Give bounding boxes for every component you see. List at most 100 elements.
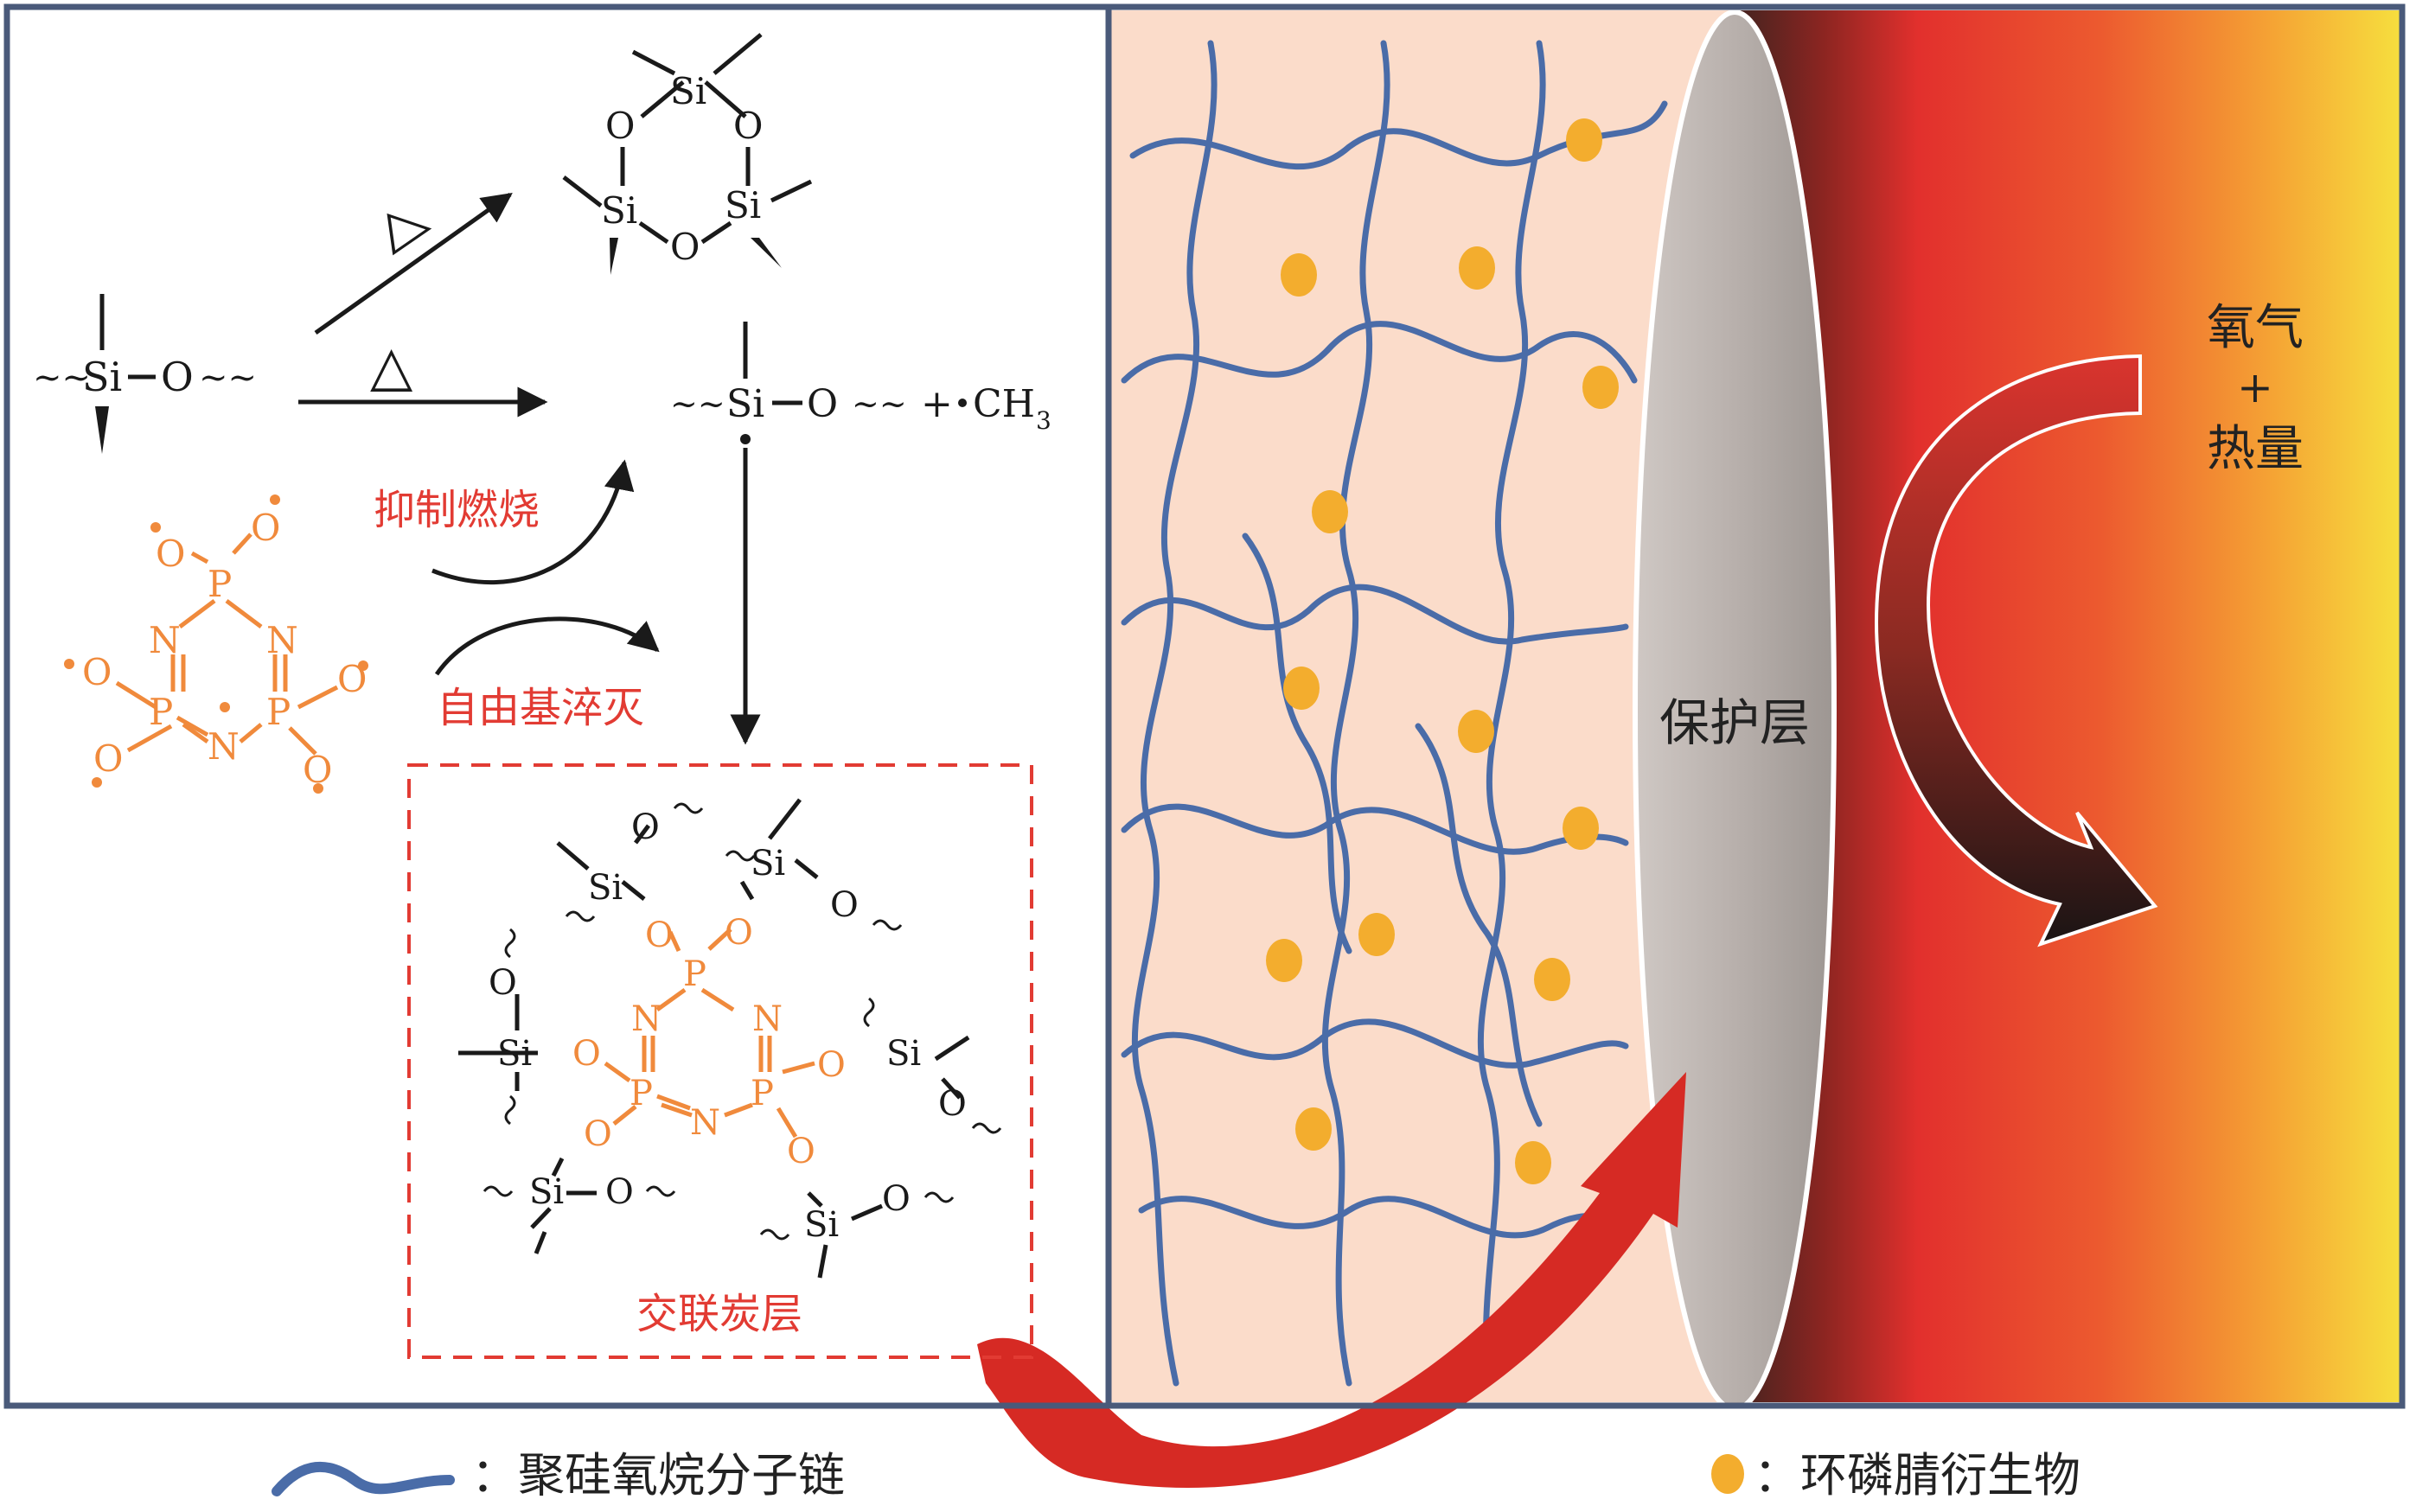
si-atom: Si [804,1205,839,1245]
si-atom: Si [725,184,761,226]
o-atom: O [830,885,859,925]
p-atom: P [630,1074,653,1113]
wavy-line-icon [272,1461,455,1496]
legend-dot-label: ：环磷腈衍生物 [1754,1448,2080,1502]
phosphazene-dot [1312,490,1348,533]
phosphazene-dot [1459,246,1495,290]
si-atom: Si [82,354,122,400]
polymer-chain [1477,40,1546,1387]
reaction-scheme: ~~ Si O ~~ ▷ △ Si O O Si [33,33,1051,1359]
phosphazene-dot [1534,958,1570,1001]
o-atom: O [807,382,838,426]
o-atom: O [489,963,517,1003]
p-atom: P [266,691,291,733]
o-atom: O [882,1179,911,1219]
phosphazene-dot [1283,667,1320,710]
oxygen-label: 氧气 [2207,300,2304,356]
phosphazene-dot [1582,366,1619,409]
si-atom: Si [497,1034,532,1074]
radical-siloxane: ~~ Si O ~~ + CH 3 [670,322,1051,745]
delta-symbol-1: ▷ [385,193,436,262]
p-atom: P [751,1074,774,1113]
si-atom: Si [670,70,706,112]
n-atom: N [266,619,298,661]
o-atom: O [82,651,112,693]
curved-arrow-icon [431,459,635,585]
phosphazene-molecule: P N N P P N O O O O O O [82,507,367,791]
n-atom: N [208,725,240,768]
phosphazene-dot [1295,1107,1332,1151]
wave-symbol: ~~ [670,385,725,423]
p-atom: P [683,954,706,994]
phosphazene-dot [1566,118,1602,162]
wave-symbol: ~~ [199,358,257,398]
polymer-chain [1121,1018,1629,1069]
p-atom: P [149,691,173,733]
phosphazene-dot [1563,807,1599,850]
si-atom: Si [588,868,623,908]
si-atom: Si [751,844,785,884]
o-atom: O [251,507,280,549]
delta-symbol-2: △ [370,335,413,399]
n-atom: N [631,999,662,1039]
o-atom: O [733,105,763,147]
o-atom: O [631,807,660,847]
radical-quench-label: 自由基淬灭 [437,684,644,732]
o-atom: O [645,915,674,955]
o-atom: O [584,1114,612,1154]
si-atom: Si [529,1172,564,1212]
shield-label: 保护层 [1659,693,1810,752]
protective-layer-shield [1633,10,1837,1412]
plus-sign: + [921,382,953,426]
o-atom: O [605,105,635,147]
ch3-subscript: 3 [1036,406,1051,435]
wave-symbol: ~~ [33,358,91,398]
n-atom: N [752,999,783,1039]
heat-label: 热量 [2207,421,2304,477]
outer-frame [3,3,2406,1409]
polymer-chain [1121,321,1638,384]
polymer-chain [1242,533,1352,954]
deflection-arrow-icon [1874,354,2158,947]
polymer-chain [1138,1196,1629,1239]
n-atom: N [690,1103,720,1143]
legend: ：聚硅氧烷分子链 ：环磷腈衍生物 [272,1448,2080,1502]
o-atom: O [725,913,753,953]
o-atom: O [605,1172,634,1212]
crosslinked-char-box [407,763,1033,1359]
o-atom: O [817,1045,846,1085]
heat-zone [1729,10,2404,1402]
char-to-shield-arrow-icon [977,1072,1686,1488]
n-atom: N [149,619,181,661]
o-atom: O [161,354,194,400]
crosslinked-network: P N N P P N O O O O O O [458,798,1002,1279]
radical-dots [64,494,368,794]
phosphazene-dot [1266,939,1302,982]
si-atom: Si [886,1034,921,1074]
si-atom: Si [601,189,637,232]
plus-label: + [2237,362,2273,412]
o-atom: O [572,1034,601,1074]
cyclic-trisiloxane: Si O O Si Si O [562,33,813,275]
phosphazene-dot [1458,710,1494,753]
polymer-chain [1121,584,1629,645]
polymer-chain [1415,723,1543,1127]
o-atom: O [93,737,123,780]
orange-dot-icon [1711,1454,1744,1494]
phosphazene-dots [1266,118,1619,1184]
polymer-chain [1131,40,1218,1387]
inhibit-combustion-label: 抑制燃烧 [374,486,540,534]
o-atom: O [156,533,185,575]
polymer-chain [1129,100,1668,170]
siloxane-start: ~~ Si O ~~ [33,294,257,454]
polymer-chain [1321,40,1390,1387]
ch3-radical: CH [973,382,1035,426]
phosphazene-dot [1515,1141,1551,1184]
o-atom: O [938,1084,967,1124]
o-atom: O [787,1132,815,1171]
arrow-to-cyclic [314,192,513,335]
crosslinked-char-label: 交联炭层 [636,1290,802,1338]
phosphazene-dot [1281,253,1317,297]
p-atom: P [208,563,232,605]
